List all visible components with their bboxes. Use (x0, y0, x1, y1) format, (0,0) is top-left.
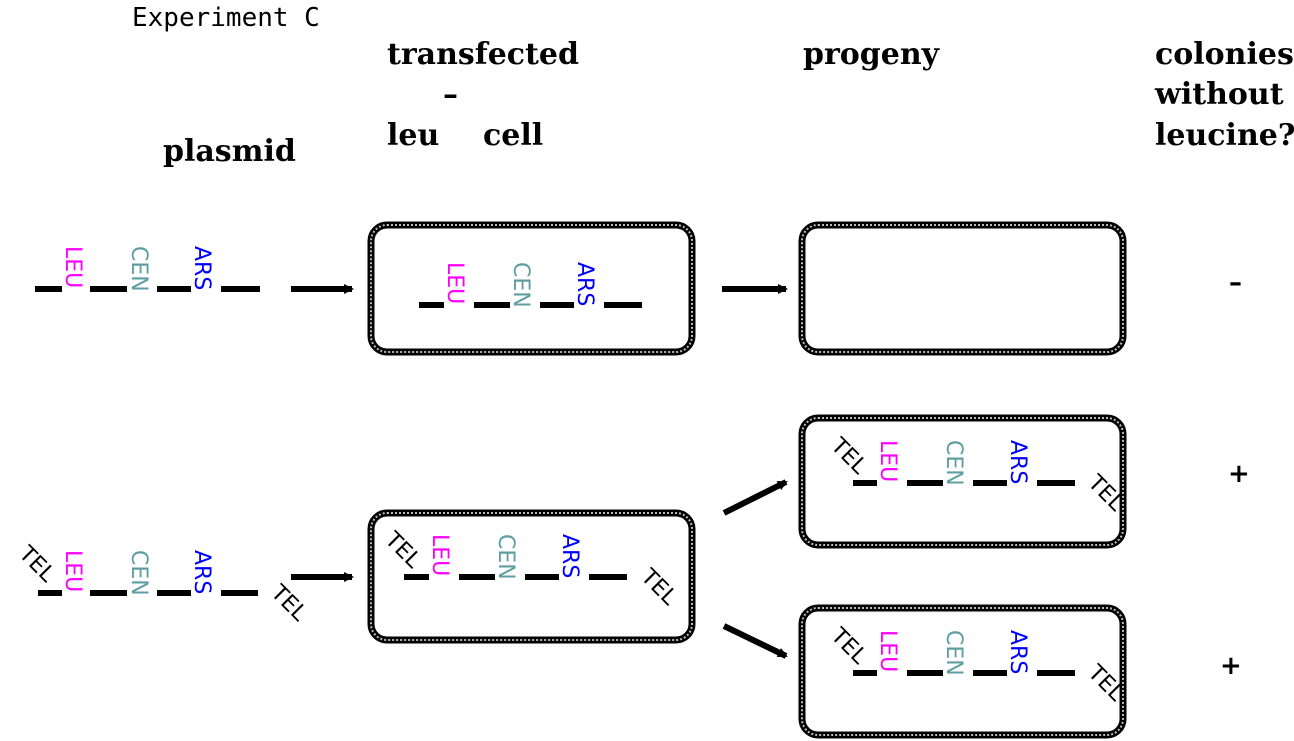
cen-label: CEN (941, 440, 966, 486)
leu-label: LEU (875, 630, 900, 672)
ars-label: ARS (557, 534, 582, 578)
progeny-cell-2b (798, 604, 1127, 739)
plasmid-in-cell-1: LEU CEN ARS (419, 262, 642, 308)
result-row1: – (1229, 268, 1242, 298)
cen-label: CEN (126, 550, 151, 596)
tel-label-left: TEL (825, 433, 872, 480)
tel-label-right: TEL (265, 580, 312, 627)
plasmid-in-cell-2: TEL LEU CEN ARS TEL (379, 527, 682, 611)
progeny-cell-1 (798, 221, 1127, 356)
tel-label-left: TEL (13, 541, 60, 588)
progeny-cell-2a (798, 414, 1127, 549)
ars-label: ARS (572, 262, 597, 306)
tel-label-right: TEL (635, 564, 682, 611)
arrow-cell-to-progeny-2b (722, 623, 788, 659)
tel-label-left: TEL (825, 623, 872, 670)
ars-label: ARS (1005, 440, 1030, 484)
plasmid-in-progeny-2b: TEL LEU CEN ARS TEL (825, 623, 1129, 707)
cen-label: CEN (508, 262, 533, 308)
result-row2a: + (1228, 459, 1250, 489)
cen-label: CEN (493, 534, 518, 580)
arrow-cell-to-progeny-2a (722, 479, 788, 516)
ars-label: ARS (189, 550, 214, 594)
header-without: without (1154, 77, 1284, 112)
cen-label: CEN (941, 630, 966, 676)
tel-label-left: TEL (379, 527, 426, 574)
ars-label: ARS (189, 246, 214, 290)
result-row2b: + (1220, 651, 1242, 681)
plasmid-in-progeny-2a: TEL LEU CEN ARS TEL (825, 433, 1129, 517)
header-leu-superscript: – (443, 77, 458, 112)
leu-label: LEU (875, 440, 900, 482)
header-progeny: progeny (803, 37, 941, 72)
plasmid-linear-no-tel: LEU CEN ARS (35, 246, 260, 292)
header-leu: leu (387, 118, 439, 153)
leu-label: LEU (60, 246, 85, 288)
ars-label: ARS (1005, 630, 1030, 674)
leu-label: LEU (60, 550, 85, 592)
header-colonies: colonies (1155, 37, 1294, 72)
transfected-cell-2 (367, 509, 696, 644)
cen-label: CEN (126, 246, 151, 292)
plasmid-linear-with-tel: TEL LEU CEN ARS TEL (13, 541, 312, 627)
header-plasmid: plasmid (163, 134, 296, 169)
leu-label: LEU (427, 534, 452, 576)
header-cell: cell (483, 118, 543, 153)
header-transfected: transfected (387, 37, 579, 72)
header-leucine: leucine? (1155, 118, 1294, 153)
experiment-title: Experiment C (132, 3, 320, 33)
leu-label: LEU (442, 262, 467, 304)
transfected-cell-1 (367, 221, 696, 356)
